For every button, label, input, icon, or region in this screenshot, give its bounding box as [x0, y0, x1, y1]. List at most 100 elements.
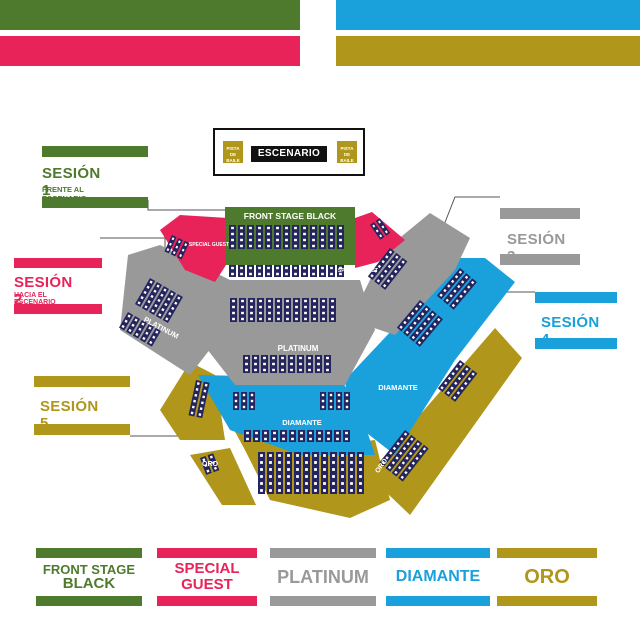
- legend-platinum-label: PLATINUM: [277, 567, 369, 587]
- seats-platinum-center-seat: [304, 299, 307, 303]
- seats-oro-bottom-seat: [296, 489, 299, 492]
- seats-oro-bottom-seat: [305, 489, 308, 492]
- seats-oro-right-2-seat: [464, 381, 468, 386]
- seats-diamante-c1-seat: [250, 393, 254, 397]
- seats-platinum-center-seat: [277, 317, 280, 321]
- seats-platinum-center-column: [329, 298, 336, 322]
- seats-diamante-right-seat: [429, 327, 433, 331]
- seats-platinum-center-seat: [277, 305, 280, 309]
- seats-oro-bottom-column: [258, 452, 265, 494]
- seats-diamante-right-2-seat: [467, 285, 471, 289]
- top-band-gold: [336, 36, 640, 66]
- seats-diamante-front-seat: [273, 431, 276, 435]
- seats-diamante-front-seat: [291, 431, 294, 435]
- seats-diamante-left-seat: [191, 405, 195, 409]
- seats-platinum-left-2-seat: [121, 324, 125, 329]
- seats-platinum-center: [230, 298, 336, 322]
- seats-diamante-front-column: [325, 430, 332, 442]
- seats-diamante-c2-seat: [321, 405, 325, 409]
- seats-oro-bottom-seat: [269, 461, 272, 464]
- seats-front-stage-seat: [321, 226, 324, 230]
- seats-oro-bottom-seat: [359, 475, 362, 478]
- label-platinum-center: PLATINUM: [278, 344, 319, 353]
- seats-oro-right-seat: [402, 446, 407, 451]
- seats-platinum-left-seat: [137, 301, 141, 305]
- seat-blocks: [119, 218, 478, 494]
- seats-diamante-front-column: [343, 430, 350, 442]
- seats-diamante-right-seat: [421, 336, 426, 340]
- seats-diamante-front-column: [244, 430, 251, 442]
- seats-front-row-2-seat: [303, 266, 306, 270]
- seats-front-stage-seat: [339, 232, 342, 236]
- seats-front-stage-seat: [303, 244, 306, 248]
- seats-platinum-center-column: [248, 298, 255, 322]
- seats-diamante-right-2-seat: [451, 303, 456, 308]
- seats-diamante-front-seat: [327, 431, 330, 435]
- seats-platinum-left-seat: [160, 293, 164, 297]
- seats-front-stage-seat: [267, 232, 270, 236]
- seats-front-stage-seat: [339, 238, 342, 242]
- seats-platinum-center-seat: [277, 311, 280, 315]
- seats-platinum-center-seat: [241, 299, 244, 303]
- pista-de-baile-left: PISTA DE BAILE: [223, 141, 243, 163]
- seats-front-stage-seat: [330, 244, 333, 248]
- seats-oro-bottom-seat: [323, 461, 326, 464]
- seats-diamante-right-column: [415, 315, 443, 347]
- session-3-bar-top: [500, 208, 580, 219]
- seats-oro-left-seat: [202, 458, 206, 462]
- seats-diamante-right-2-seat: [439, 293, 443, 297]
- seats-special-guest-left-seat: [166, 248, 170, 252]
- seats-platinum-center-seat: [250, 305, 253, 309]
- seats-platinum-center-seat: [232, 311, 235, 315]
- seats-oro-bottom-seat: [269, 489, 272, 492]
- top-band-blue: [336, 0, 640, 30]
- seats-platinum-center-seat: [322, 299, 325, 303]
- seats-front-stage-column: [265, 225, 272, 249]
- seats-front-row-2-seat: [321, 266, 324, 270]
- seats-platinum-left-seat: [157, 298, 161, 303]
- seats-front-stage-column: [283, 225, 290, 249]
- seats-platinum-left-seat: [144, 305, 148, 309]
- seats-oro-bottom-seat: [314, 468, 317, 471]
- seats-front-stage-seat: [339, 244, 342, 248]
- session-2-subtitle: HACIA EL ESCENARIO: [14, 292, 56, 306]
- seats-oro-right-seat: [400, 437, 404, 441]
- seats-diamante-left-seat: [204, 383, 208, 387]
- seats-front-stage-seat: [330, 238, 333, 242]
- seats-diamante-right-2-seat: [449, 294, 453, 298]
- seats-front-stage-column: [337, 225, 344, 249]
- seats-platinum-center-seat: [268, 317, 271, 321]
- seats-platinum-center-seat: [259, 305, 262, 309]
- seats-oro-right-seat: [401, 461, 406, 465]
- seats-diamante-left-seat: [200, 401, 204, 405]
- seats-front-row-2-seat: [276, 272, 279, 276]
- seats-diamante-left-seat: [203, 389, 207, 393]
- seats-platinum-right-seat: [380, 274, 384, 278]
- seats-front-stage-seat: [249, 232, 252, 236]
- seats-oro-bottom-seat: [314, 475, 317, 478]
- seats-platinum-lower-seat: [281, 356, 284, 360]
- seats-special-guest-left-seat: [169, 242, 172, 246]
- seats-platinum-center-seat: [313, 311, 316, 315]
- seats-oro-right-2-seat: [444, 381, 448, 385]
- seats-oro-left-seat: [204, 463, 208, 467]
- seats-oro-bottom-seat: [359, 461, 362, 464]
- seats-oro-bottom-seat: [305, 468, 308, 471]
- seats-front-row-2-seat: [276, 266, 279, 270]
- seats-front-stage-seat: [312, 244, 315, 248]
- label-special-guest-right: SPECIAL GUEST: [338, 268, 378, 274]
- seats-oro-left-seat: [211, 461, 215, 465]
- session-1-bar-top: [42, 146, 148, 157]
- seats-oro-bottom-seat: [314, 482, 317, 485]
- seats-special-guest-right-seat: [372, 224, 376, 228]
- seats-oro-right-seat: [407, 466, 412, 470]
- seats-diamante-left-seat: [196, 382, 200, 385]
- seats-platinum-right-seat: [374, 269, 378, 273]
- seats-oro-bottom-seat: [323, 475, 326, 478]
- seats-front-stage-seat: [339, 226, 342, 230]
- seats-front-stage-seat: [321, 232, 324, 236]
- seats-platinum-lower-seat: [245, 356, 248, 360]
- seats-platinum-center-seat: [241, 311, 244, 315]
- seats-platinum-left-2-seat: [149, 340, 153, 345]
- seats-platinum-center-seat: [286, 317, 289, 321]
